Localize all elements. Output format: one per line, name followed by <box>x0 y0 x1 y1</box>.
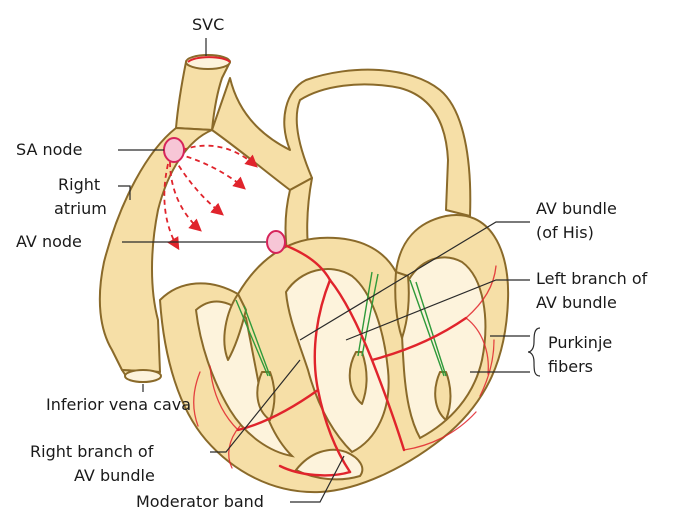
inferior-vena-cava-tube <box>122 370 161 382</box>
label-right-atrium-1: Right <box>58 175 100 194</box>
label-av-bundle-1: AV bundle <box>536 199 617 218</box>
label-left-branch-1: Left branch of <box>536 269 648 288</box>
label-purkinje-1: Purkinje <box>548 333 612 352</box>
av-node <box>267 231 285 253</box>
label-inferior-vena-cava: Inferior vena cava <box>46 395 191 414</box>
label-moderator-band: Moderator band <box>136 492 264 511</box>
atrial-roof <box>212 70 470 216</box>
label-left-branch-2: AV bundle <box>536 293 617 312</box>
label-purkinje-2: fibers <box>548 357 593 376</box>
label-right-branch-1: Right branch of <box>30 442 154 461</box>
label-right-atrium-2: atrium <box>54 199 107 218</box>
label-right-branch-2: AV bundle <box>74 466 155 485</box>
label-av-node: AV node <box>16 232 82 251</box>
sa-node <box>164 138 184 162</box>
label-svc: SVC <box>192 15 224 34</box>
label-sa-node: SA node <box>16 140 82 159</box>
label-av-bundle-2: (of His) <box>536 223 594 242</box>
